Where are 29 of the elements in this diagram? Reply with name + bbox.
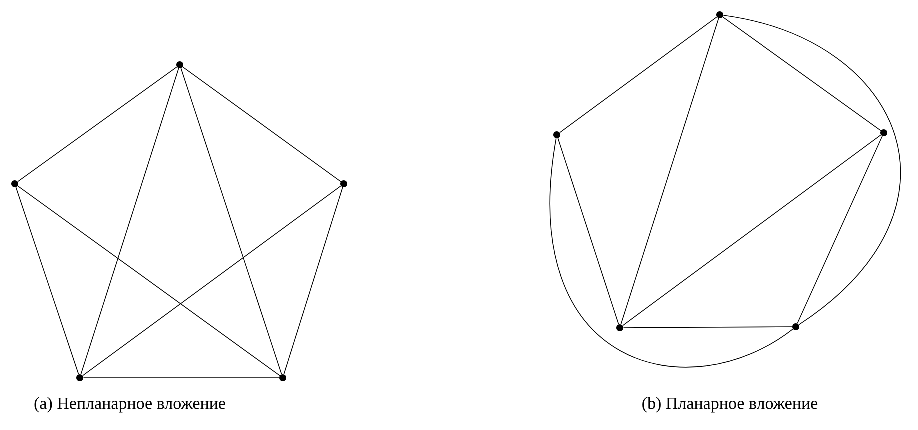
curved-edge	[550, 138, 794, 368]
vertex-dot	[880, 130, 888, 136]
vertex-dot	[340, 180, 348, 188]
edge-line	[180, 68, 282, 375]
edge-line	[797, 136, 883, 324]
edge-line	[620, 18, 720, 325]
edge-line	[558, 138, 620, 325]
subfigure-caption: (b) Планарное вложение	[642, 397, 818, 413]
subfigure-caption: (a) Непланарное вложение	[34, 397, 226, 413]
edge-line	[722, 16, 882, 132]
vertex-dot	[792, 323, 800, 330]
vertex-dot	[76, 374, 84, 382]
vertex-dot	[176, 62, 184, 68]
edge-line	[622, 134, 882, 326]
vertex-dot	[554, 132, 560, 138]
vertex-dot	[280, 374, 286, 382]
edge-line	[80, 68, 180, 375]
edge-line	[560, 16, 718, 134]
curved-edge	[723, 15, 902, 326]
edge-line	[182, 66, 342, 182]
vertex-dot	[616, 324, 624, 332]
edge-line	[284, 187, 344, 375]
edge-line	[623, 326, 793, 328]
vertex-dot	[716, 12, 724, 18]
edge-line	[18, 66, 178, 182]
vertex-dot	[12, 180, 18, 188]
edge-line	[16, 187, 80, 375]
edge-line	[18, 186, 280, 376]
edge-line	[82, 186, 342, 376]
